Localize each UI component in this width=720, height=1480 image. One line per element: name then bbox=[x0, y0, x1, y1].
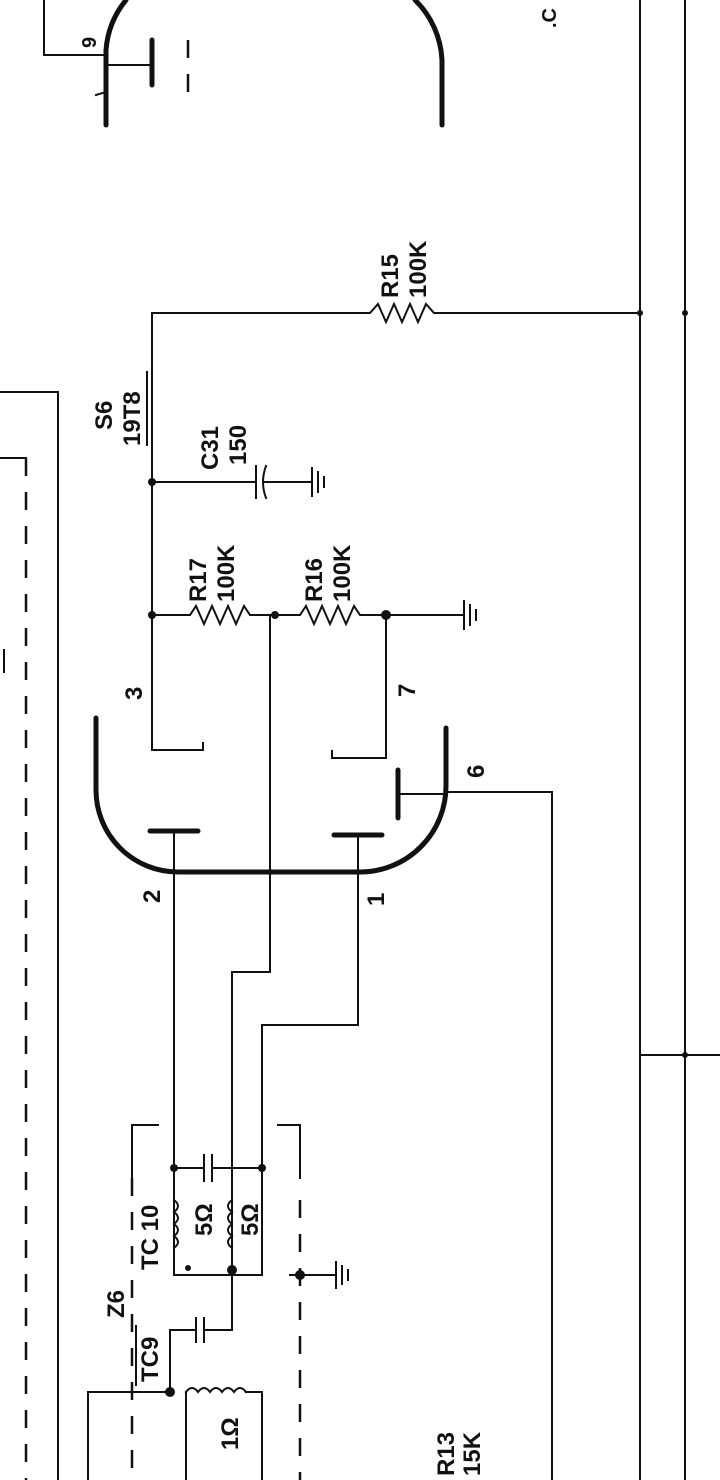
tc9-name-label: TC9 bbox=[137, 1337, 164, 1382]
pin-2-label: 2 bbox=[139, 890, 166, 903]
s6-name-label: S6 bbox=[91, 401, 118, 430]
r17-value-label: 100K bbox=[213, 544, 240, 602]
r17-resistor bbox=[148, 603, 279, 627]
tc10-right-value-label: 5Ω bbox=[237, 1203, 264, 1236]
r13-name-label: R13 bbox=[433, 1432, 460, 1476]
tc9-capacitor bbox=[169, 1274, 233, 1393]
r15-resistor bbox=[151, 301, 641, 616]
z6-name-label: Z6 bbox=[103, 1290, 130, 1318]
r15-value-label: 100K bbox=[405, 240, 432, 298]
pin-9-label: 9 bbox=[79, 37, 101, 48]
c31-capacitor bbox=[148, 464, 311, 500]
c31-ground-icon bbox=[311, 467, 325, 497]
top-tube-envelope bbox=[43, 0, 445, 128]
tc10-capacitor bbox=[170, 1154, 266, 1182]
edge-fragment-label: .C bbox=[539, 8, 561, 28]
pin-6-label: 6 bbox=[463, 765, 490, 778]
left-shield-lines bbox=[0, 391, 59, 1480]
r16-name-label: R16 bbox=[301, 558, 328, 602]
pin-1-label: 1 bbox=[363, 893, 390, 906]
right-bus-lines bbox=[637, 0, 720, 1480]
r13-value-label: 15K bbox=[459, 1431, 486, 1476]
r15-name-label: R15 bbox=[377, 254, 404, 298]
r17-name-label: R17 bbox=[185, 558, 212, 602]
tc10-ground-icon bbox=[289, 1261, 349, 1289]
tc10-coils bbox=[172, 1198, 263, 1276]
tc10-left-value-label: 5Ω bbox=[191, 1203, 218, 1236]
s6-type-label: 19T8 bbox=[119, 391, 146, 446]
tc9-coil bbox=[87, 1387, 263, 1480]
tc10-name-label: TC 10 bbox=[137, 1205, 164, 1270]
c31-name-label: C31 bbox=[197, 426, 224, 470]
r16-resistor bbox=[274, 603, 463, 627]
r16-ground-icon bbox=[463, 600, 477, 630]
tc9-value-label: 1Ω bbox=[217, 1417, 244, 1450]
tube-to-transformer-wiring bbox=[173, 614, 359, 1276]
tc10-shield-can bbox=[130, 1124, 302, 1480]
s6-tube-envelope bbox=[93, 614, 553, 1480]
r16-value-label: 100K bbox=[329, 544, 356, 602]
c31-value-label: 150 bbox=[225, 425, 252, 465]
pin-7-label: 7 bbox=[394, 684, 421, 697]
pin-3-label: 3 bbox=[121, 687, 148, 700]
